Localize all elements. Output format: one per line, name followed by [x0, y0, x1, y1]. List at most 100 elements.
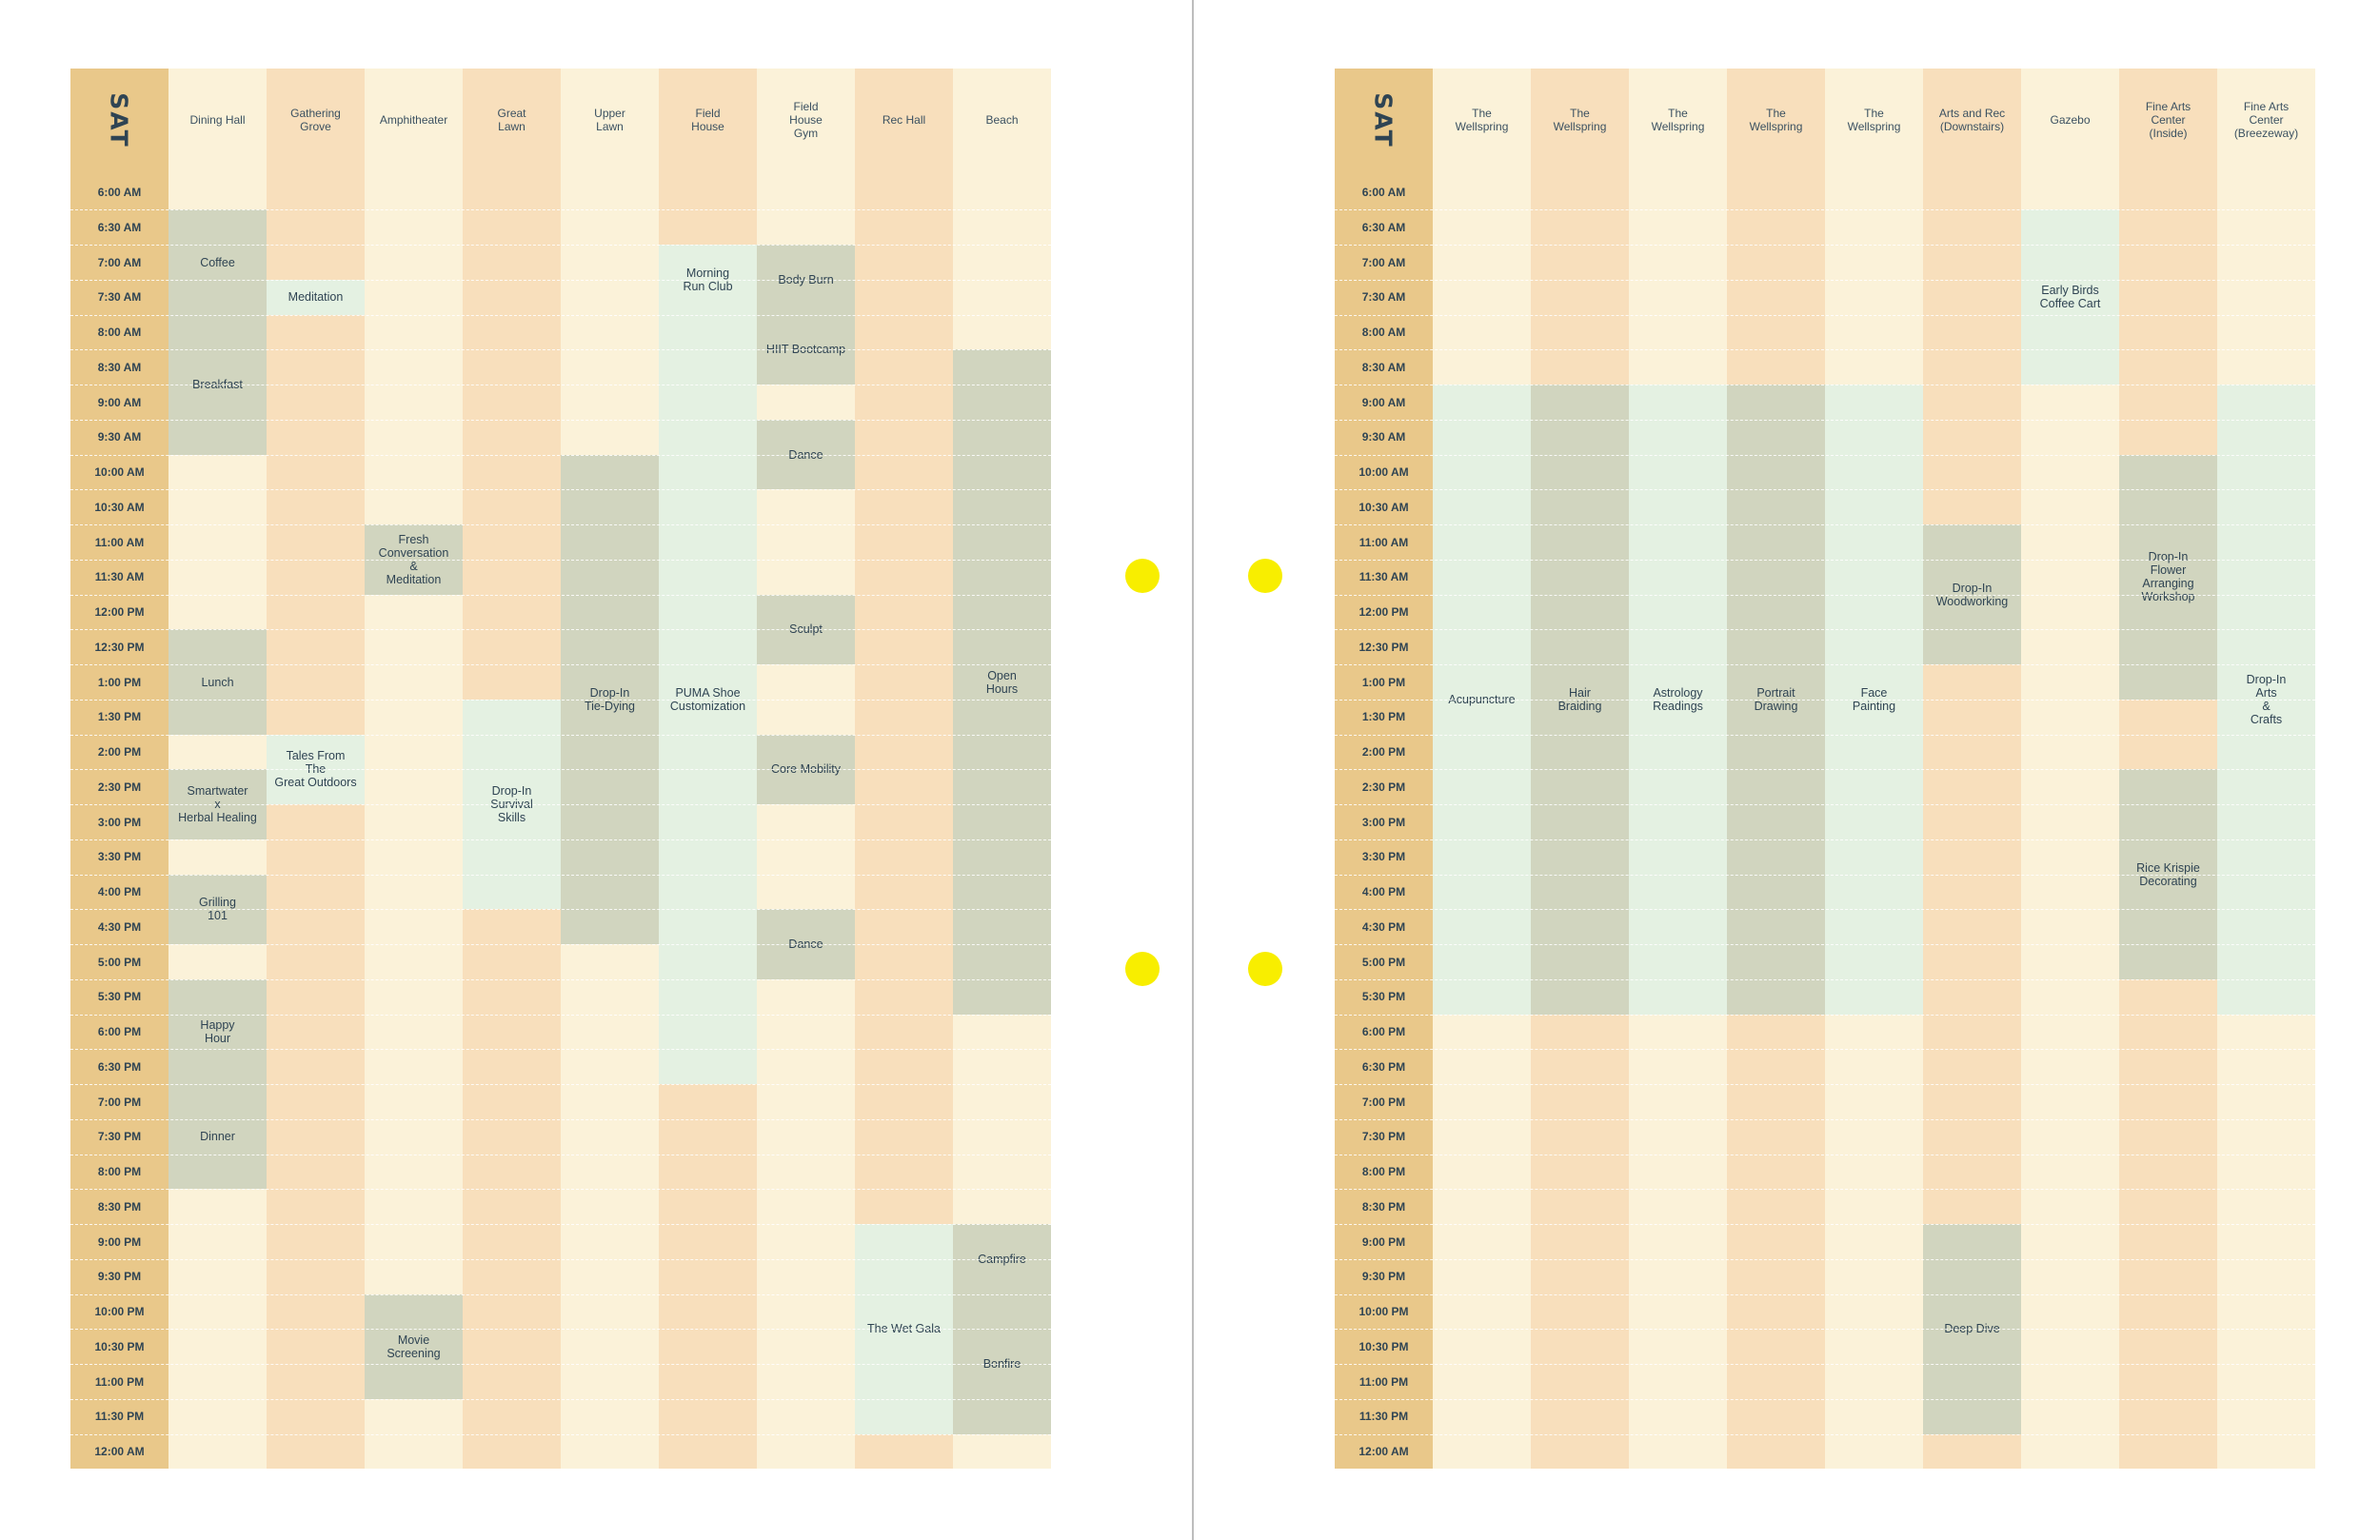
time-label: 7:00 PM: [1361, 1095, 1406, 1109]
slot-gridline: [70, 769, 1051, 771]
time-label: 11:00 AM: [94, 535, 145, 549]
slot-gridline: [70, 594, 1051, 596]
event-label: Drop-In Arts & Crafts: [2246, 672, 2287, 726]
slot-gridline: [1335, 909, 2315, 911]
time-label: 3:30 PM: [1361, 850, 1406, 864]
slot-gridline: [70, 1398, 1051, 1400]
venue-header: Fine Arts Center (Inside): [2145, 100, 2192, 140]
time-label: 6:30 AM: [97, 220, 142, 234]
event-block[interactable]: Early Birds Coffee Cart: [2021, 209, 2119, 385]
slot-gridline: [1335, 944, 2315, 946]
event-label: Rice Krispie Decorating: [2136, 860, 2200, 888]
slot-gridline: [70, 874, 1051, 876]
time-label: 6:30 PM: [97, 1059, 142, 1074]
time-label: 7:00 AM: [97, 255, 142, 269]
time-label: 11:30 AM: [94, 570, 145, 584]
event-block[interactable]: Movie Screening: [365, 1293, 463, 1399]
venue-header: The Wellspring: [1455, 107, 1509, 133]
time-label: 3:00 PM: [97, 815, 142, 829]
slot-gridline: [1335, 594, 2315, 596]
slot-gridline: [70, 804, 1051, 806]
venue-header: Field House Gym: [789, 100, 823, 140]
event-block[interactable]: Coffee: [169, 209, 267, 315]
venue-header: The Wellspring: [1847, 107, 1901, 133]
event-label: Grilling 101: [199, 896, 236, 923]
event-block[interactable]: Meditation: [267, 279, 365, 315]
time-label: 6:00 PM: [1361, 1025, 1406, 1038]
venue-header: Beach: [985, 113, 1019, 127]
time-label: 2:30 PM: [1361, 780, 1406, 794]
slot-gridline: [1335, 419, 2315, 421]
day-label-text: SAT: [1370, 91, 1398, 148]
slot-gridline: [1335, 1398, 2315, 1400]
slot-gridline: [70, 1118, 1051, 1120]
slot-gridline: [1335, 1049, 2315, 1051]
slot-gridline: [70, 1364, 1051, 1366]
slot-gridline: [1335, 1329, 2315, 1331]
event-label: Morning Run Club: [683, 266, 733, 293]
slot-gridline: [1335, 734, 2315, 736]
venue-header: Upper Lawn: [594, 107, 625, 133]
time-label: 1:30 PM: [97, 710, 142, 724]
slot-gridline: [70, 489, 1051, 491]
time-label: 5:00 PM: [1361, 955, 1406, 969]
time-label: 7:00 AM: [1361, 255, 1406, 269]
time-label: 7:30 PM: [97, 1130, 142, 1144]
time-label: 2:00 PM: [97, 745, 142, 759]
time-label: 11:00 PM: [94, 1374, 145, 1389]
time-label: 10:00 PM: [1359, 1305, 1409, 1318]
slot-gridline: [1335, 874, 2315, 876]
time-label: 10:00 PM: [94, 1305, 145, 1318]
slot-gridline: [1335, 209, 2315, 211]
time-label: 4:30 PM: [1361, 919, 1406, 934]
time-label: 9:30 AM: [97, 430, 142, 444]
slot-gridline: [70, 699, 1051, 701]
event-label: Happy Hour: [200, 1018, 235, 1045]
time-label: 6:30 AM: [1361, 220, 1406, 234]
time-label: 11:30 PM: [94, 1410, 145, 1424]
time-label: 1:00 PM: [1361, 675, 1406, 689]
day-label: SAT: [1335, 69, 1433, 171]
slot-gridline: [1335, 454, 2315, 456]
time-label: 10:00 AM: [1359, 465, 1409, 479]
time-label: 1:00 PM: [97, 675, 142, 689]
slot-gridline: [70, 629, 1051, 631]
time-label: 7:30 AM: [97, 290, 142, 305]
binder-hole-bottom-right: [1248, 952, 1282, 986]
event-block[interactable]: Drop-In Flower Arranging Workshop: [2119, 454, 2217, 700]
event-label: Lunch: [201, 675, 234, 689]
slot-gridline: [1335, 1258, 2315, 1260]
slot-gridline: [1335, 664, 2315, 666]
time-label: 12:30 PM: [94, 640, 145, 654]
slot-gridline: [70, 978, 1051, 980]
event-block[interactable]: Happy Hour: [169, 978, 267, 1085]
venue-header: Field House: [691, 107, 724, 133]
time-label: 10:30 PM: [94, 1339, 145, 1353]
event-label: Drop-In Tie-Dying: [584, 685, 636, 713]
event-label: PUMA Shoe Customization: [669, 685, 746, 713]
binder-hole-top-right: [1248, 559, 1282, 593]
event-label: Open Hours: [985, 668, 1019, 696]
time-label: 7:30 AM: [1361, 290, 1406, 305]
event-label: Hair Braiding: [1557, 685, 1602, 713]
slot-gridline: [70, 1084, 1051, 1086]
slot-gridline: [1335, 1118, 2315, 1120]
slot-gridline: [70, 279, 1051, 281]
slot-gridline: [1335, 349, 2315, 351]
event-block[interactable]: Lunch: [169, 629, 267, 735]
time-label: 8:00 PM: [1361, 1165, 1406, 1178]
time-label: 12:30 PM: [1359, 640, 1409, 654]
slot-gridline: [1335, 769, 2315, 771]
event-block[interactable]: Open Hours: [953, 349, 1051, 1015]
slot-gridline: [70, 909, 1051, 911]
time-label: 9:30 PM: [97, 1270, 142, 1284]
event-block[interactable]: Dinner: [169, 1084, 267, 1190]
time-label: 9:00 PM: [97, 1234, 142, 1249]
event-label: Fresh Conversation & Meditation: [378, 532, 449, 586]
slot-gridline: [70, 419, 1051, 421]
time-label: 8:00 AM: [97, 326, 142, 339]
slot-gridline: [70, 245, 1051, 247]
slot-gridline: [70, 349, 1051, 351]
